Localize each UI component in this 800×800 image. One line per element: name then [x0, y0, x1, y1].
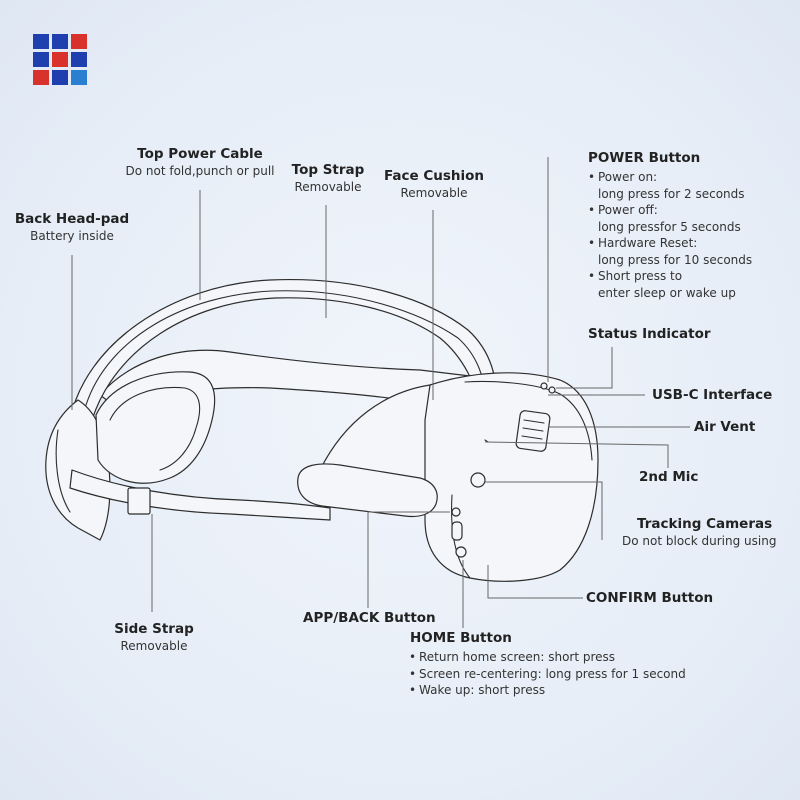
home-button — [456, 547, 466, 557]
home-button-list: Return home screen: short press Screen r… — [409, 649, 686, 699]
label-top-strap: Top Strap Removable — [283, 162, 373, 196]
home-button-item: Wake up: short press — [409, 682, 686, 699]
power-button-title: POWER Button — [588, 150, 752, 167]
label-side-strap: Side Strap Removable — [104, 621, 204, 655]
power-item-line1: Power on: — [598, 170, 657, 184]
side-strap-sub: Removable — [104, 638, 204, 655]
tracking-cameras-title: Tracking Cameras — [622, 516, 800, 533]
power-item-line2: long press for 10 seconds — [598, 252, 752, 269]
label-tracking-cameras: Tracking Cameras Do not block during usi… — [622, 516, 800, 550]
side-strap-buckle — [128, 488, 150, 514]
tracking-cameras-sub: Do not block during using — [622, 533, 800, 550]
label-app-back-button: APP/BACK Button — [303, 610, 436, 627]
power-button-item: Power on: long press for 2 seconds — [588, 169, 752, 202]
power-item-line1: Short press to — [598, 269, 682, 283]
label-back-head-pad: Back Head-pad Battery inside — [12, 211, 132, 245]
status-indicator — [541, 383, 547, 389]
label-face-cushion: Face Cushion Removable — [382, 168, 486, 202]
face-cushion-title: Face Cushion — [382, 168, 486, 185]
label-status-indicator: Status Indicator — [588, 326, 711, 343]
label-air-vent: Air Vent — [694, 419, 755, 436]
power-button-item: Hardware Reset: long press for 10 second… — [588, 235, 752, 268]
label-confirm-button: CONFIRM Button — [586, 590, 713, 607]
second-mic-title: 2nd Mic — [639, 469, 698, 486]
side-strap-title: Side Strap — [104, 621, 204, 638]
face-cushion-sub: Removable — [382, 185, 486, 202]
air-vent — [516, 410, 551, 452]
power-item-line1: Hardware Reset: — [598, 236, 697, 250]
label-usbc-interface: USB-C Interface — [652, 387, 772, 404]
power-button-item: Power off: long pressfor 5 seconds — [588, 202, 752, 235]
power-button-list: Power on: long press for 2 seconds Power… — [588, 169, 752, 301]
air-vent-title: Air Vent — [694, 419, 755, 436]
status-indicator-title: Status Indicator — [588, 326, 711, 343]
top-strap-sub: Removable — [283, 179, 373, 196]
top-power-cable-sub: Do not fold,punch or pull — [115, 163, 285, 180]
power-item-line2: long pressfor 5 seconds — [598, 219, 752, 236]
app-back-button-title: APP/BACK Button — [303, 610, 436, 627]
back-head-pad-title: Back Head-pad — [12, 211, 132, 228]
label-home-button: HOME Button Return home screen: short pr… — [409, 630, 686, 699]
power-item-line2: enter sleep or wake up — [598, 285, 752, 302]
confirm-button-title: CONFIRM Button — [586, 590, 713, 607]
confirm-button — [452, 522, 462, 540]
top-strap-title: Top Strap — [283, 162, 373, 179]
tracking-camera — [471, 473, 485, 487]
usbc-interface-title: USB-C Interface — [652, 387, 772, 404]
home-button-item: Screen re-centering: long press for 1 se… — [409, 666, 686, 683]
home-button-item: Return home screen: short press — [409, 649, 686, 666]
app-back-button — [452, 508, 460, 516]
label-power-button: POWER Button Power on: long press for 2 … — [588, 150, 752, 301]
power-button-item: Short press to enter sleep or wake up — [588, 268, 752, 301]
power-item-line2: long press for 2 seconds — [598, 186, 752, 203]
power-button-dot — [549, 387, 555, 393]
home-button-title: HOME Button — [409, 630, 686, 647]
power-item-line1: Power off: — [598, 203, 658, 217]
back-head-pad-sub: Battery inside — [12, 228, 132, 245]
top-power-cable-title: Top Power Cable — [115, 146, 285, 163]
label-top-power-cable: Top Power Cable Do not fold,punch or pul… — [115, 146, 285, 180]
label-second-mic: 2nd Mic — [639, 469, 698, 486]
